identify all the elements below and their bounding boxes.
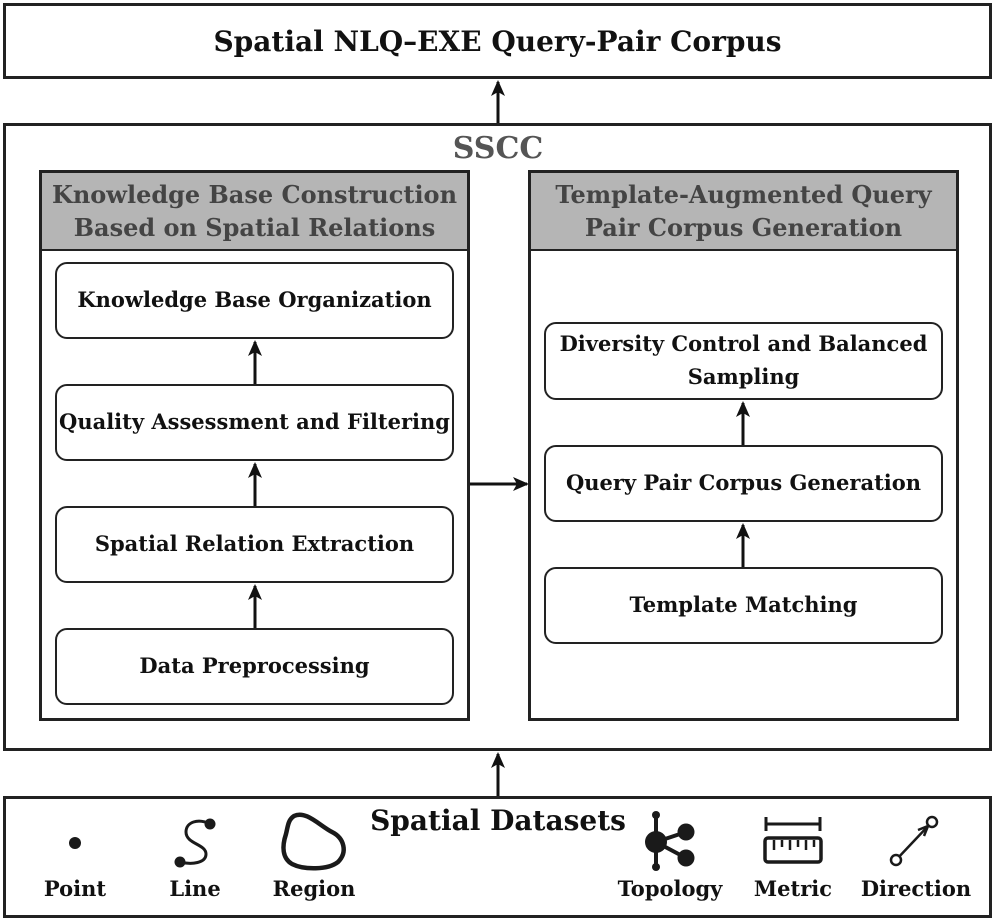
step-label: Template Matching [629, 592, 858, 618]
point-icon [69, 837, 81, 849]
knowledge-base-panel-header: Knowledge Base Construction Based on Spa… [42, 173, 467, 251]
direction-icon [889, 815, 939, 867]
step-label-line2: Sampling [687, 364, 800, 389]
line-icon [174, 818, 216, 868]
step-label: Knowledge Base Organization [77, 287, 432, 313]
knowledge-base-panel-title-line1: Knowledge Base Construction [51, 179, 458, 209]
direction-label: Direction [860, 875, 972, 901]
output-corpus-title: Spatial NLQ–EXE Query-Pair Corpus [213, 24, 782, 58]
template-augmented-panel-header: Template-Augmented Query Pair Corpus Gen… [531, 173, 956, 251]
region-label: Region [272, 875, 356, 901]
region-icon [281, 812, 346, 871]
point-label: Point [43, 875, 107, 901]
line-label: Line [169, 875, 221, 901]
step-diversity-control-balanced-sampling: Diversity Control and Balanced Sampling [544, 322, 943, 400]
step-template-matching: Template Matching [544, 567, 943, 644]
step-data-preprocessing: Data Preprocessing [55, 628, 454, 705]
metric-icon [763, 817, 823, 864]
output-corpus-box: Spatial NLQ–EXE Query-Pair Corpus [3, 3, 992, 79]
template-augmented-panel-title-line2: Pair Corpus Generation [584, 213, 903, 242]
knowledge-base-panel-title-line2: Based on Spatial Relations [73, 213, 436, 242]
topology-icon [645, 811, 695, 871]
spatial-datasets-title: Spatial Datasets [370, 803, 626, 837]
template-augmented-panel-title-line1: Template-Augmented Query [555, 179, 932, 209]
step-spatial-relation-extraction: Spatial Relation Extraction [55, 506, 454, 583]
spatial-datasets-box [3, 796, 992, 918]
step-label-line1: Diversity Control and Balanced [559, 331, 928, 357]
step-quality-assessment-filtering: Quality Assessment and Filtering [55, 384, 454, 461]
step-query-pair-corpus-generation: Query Pair Corpus Generation [544, 445, 943, 522]
topology-label: Topology [617, 875, 723, 901]
metric-label: Metric [753, 875, 833, 901]
step-label: Data Preprocessing [139, 653, 370, 679]
step-label: Quality Assessment and Filtering [59, 409, 450, 435]
sscc-label: SSCC [452, 130, 544, 166]
step-label: Query Pair Corpus Generation [565, 470, 922, 496]
step-label: Spatial Relation Extraction [94, 531, 415, 557]
step-knowledge-base-organization: Knowledge Base Organization [55, 262, 454, 339]
